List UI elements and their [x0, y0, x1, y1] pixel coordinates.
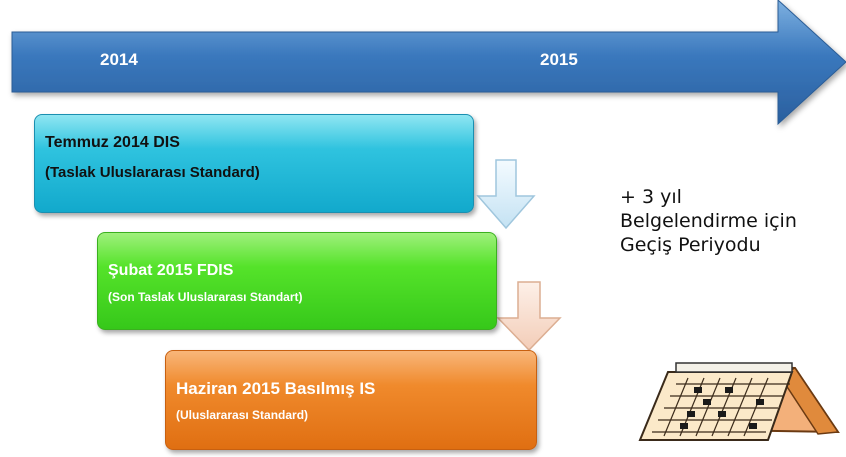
- transition-note-line-2: Belgelendirme için: [620, 210, 797, 232]
- calendar-icon: [638, 362, 840, 441]
- down-arrow-icon: [496, 281, 562, 352]
- transition-note-line-3: Geçiş Periyodu: [620, 234, 761, 256]
- stage-title: Şubat 2015 FDIS: [108, 262, 234, 279]
- stage-subtitle: (Taslak Uluslararası Standard): [45, 164, 260, 181]
- stage-subtitle: (Uluslararası Standard): [176, 408, 309, 422]
- stage-fdis-box: Şubat 2015 FDIS (Son Taslak Uluslararası…: [97, 232, 497, 330]
- stage-title: Haziran 2015 Basılmış IS: [176, 379, 376, 398]
- transition-note-line-1: + 3 yıl: [620, 186, 682, 208]
- stage-title: Temmuz 2014 DIS: [45, 134, 180, 151]
- stage-is-box: Haziran 2015 Basılmış IS (Uluslararası S…: [165, 350, 537, 450]
- stage-dis-box: Temmuz 2014 DIS (Taslak Uluslararası Sta…: [34, 114, 474, 213]
- stage-subtitle: (Son Taslak Uluslararası Standart): [108, 290, 303, 304]
- timeline-year-2014: 2014: [100, 50, 138, 69]
- timeline-arrow-icon: [11, 0, 846, 126]
- down-arrow-icon: [476, 159, 536, 230]
- timeline-year-2015: 2015: [540, 50, 578, 69]
